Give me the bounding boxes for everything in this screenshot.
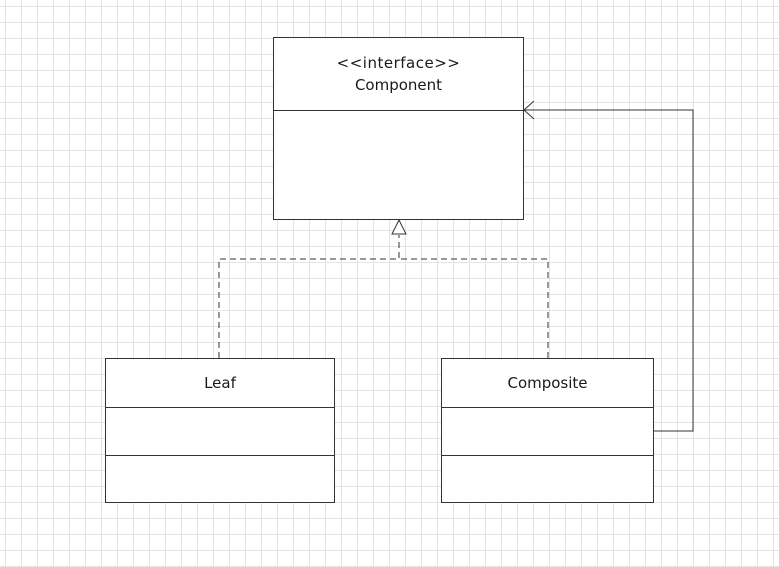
component-name: Component	[354, 76, 443, 94]
leaf-class-box[interactable]: Leaf	[105, 358, 335, 503]
component-stereotype: <<interface>>	[336, 54, 461, 72]
composite-class-box[interactable]: Composite	[441, 358, 654, 503]
leaf-name-compartment: Leaf	[106, 359, 334, 407]
component-interface-box[interactable]: <<interface>> Component	[273, 37, 524, 220]
realization-arrowhead	[391, 218, 407, 235]
component-name-compartment: <<interface>> Component	[274, 38, 523, 110]
composite-attributes-compartment	[442, 407, 653, 455]
composite-name-compartment: Composite	[442, 359, 653, 407]
realization-line-composite	[399, 258, 549, 358]
realization-line-leaf	[218, 235, 400, 358]
association-arrowhead	[523, 100, 535, 120]
leaf-name: Leaf	[204, 374, 236, 392]
composite-operations-compartment	[442, 454, 653, 503]
component-operations-compartment	[274, 110, 523, 219]
association-line	[524, 109, 694, 432]
leaf-attributes-compartment	[106, 407, 334, 455]
composite-name: Composite	[507, 374, 588, 392]
leaf-operations-compartment	[106, 454, 334, 503]
